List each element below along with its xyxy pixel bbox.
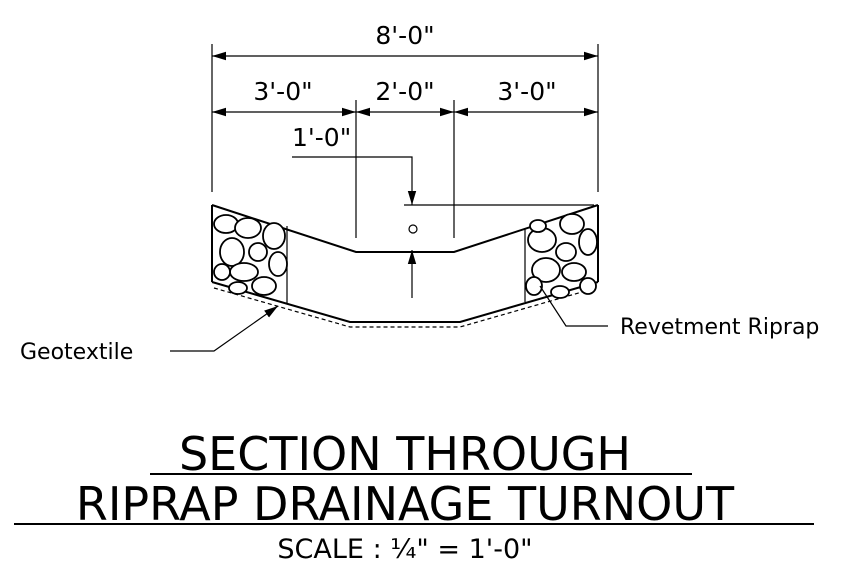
right-riprap [525,213,598,299]
revetment-callout: Revetment Riprap [539,285,819,340]
revetment-label: Revetment Riprap [620,315,819,340]
title-block: SECTION THROUGH RIPRAP DRAINAGE TURNOUT … [14,427,814,565]
geotextile-label: Geotextile [20,340,133,365]
overall-dimension: 8'-0" [211,21,599,62]
title-line-2: RIPRAP DRAINAGE TURNOUT [76,477,735,531]
geotextile-callout: Geotextile [20,305,279,365]
left-dimension-text: 3'-0" [253,77,312,106]
center-dimension-text: 2'-0" [375,77,434,106]
left-riprap [213,214,288,296]
title-line-1: SECTION THROUGH [179,427,631,481]
geotextile-line [213,287,597,328]
scale-text: SCALE : ¼" = 1'-0" [277,534,532,565]
depth-dimension-text: 1'-0" [292,123,351,152]
overall-dimension-text: 8'-0" [375,21,434,50]
depth-dimension: 1'-0" [292,123,594,298]
right-dimension-text: 3'-0" [497,77,556,106]
sub-dimensions: 3'-0" 2'-0" 3'-0" [211,62,599,238]
